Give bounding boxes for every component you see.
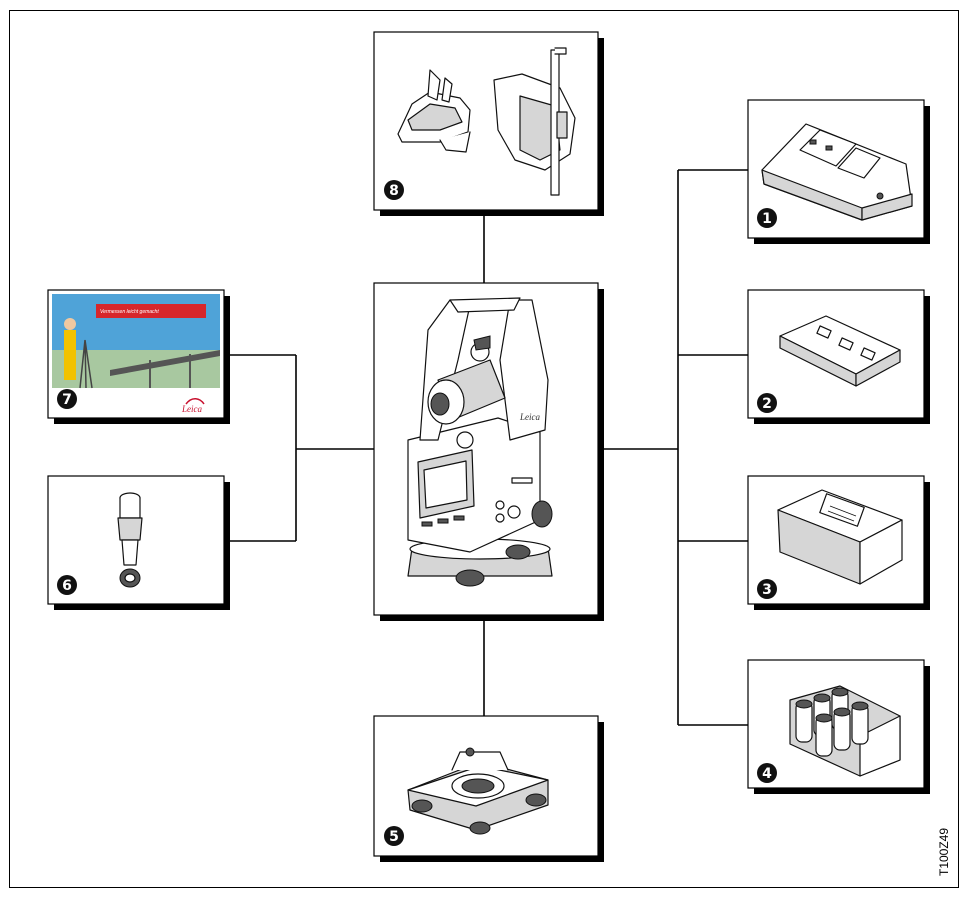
component-box-6: 6 — [47, 475, 230, 610]
component-box-1: 1 — [747, 99, 930, 244]
component-box-3: 3 — [747, 475, 930, 610]
figure-code: T100Z49 — [937, 828, 951, 876]
component-box-2: 2 — [747, 289, 930, 424]
cable-connector-icon — [117, 492, 143, 588]
badge-2: 2 — [762, 396, 772, 412]
battery-charger-icon — [761, 123, 913, 221]
badge-3: 3 — [762, 582, 772, 598]
aa-battery-adapter-icon — [789, 685, 901, 777]
instrument-brand: Leica — [519, 412, 540, 422]
large-battery-icon — [777, 489, 903, 585]
instrument-box: Leica — [373, 282, 604, 621]
badge-7: 7 — [62, 392, 72, 408]
component-box-8: 8 — [373, 31, 604, 216]
manual-banner-title: Vermessen leicht gemacht — [100, 309, 159, 315]
manual-brand: Leica — [181, 404, 202, 414]
component-box-4: 4 — [747, 659, 930, 794]
battery-pack-icon — [779, 315, 901, 387]
tribrach-icon — [407, 747, 549, 835]
badge-5: 5 — [389, 829, 399, 845]
component-box-5: 5 — [373, 715, 604, 862]
badge-6: 6 — [62, 578, 72, 594]
bracket-and-holder-icon — [397, 47, 576, 196]
badge-4: 4 — [762, 766, 772, 782]
figure-frame — [9, 10, 959, 888]
connector-lines — [228, 169, 748, 726]
badge-8: 8 — [389, 183, 399, 199]
total-station-icon: Leica — [407, 297, 553, 587]
component-box-7: Vermessen leicht gemacht Leica 7 — [47, 289, 230, 424]
badge-1: 1 — [762, 211, 772, 227]
user-manual-icon: Vermessen leicht gemacht Leica — [52, 294, 220, 414]
